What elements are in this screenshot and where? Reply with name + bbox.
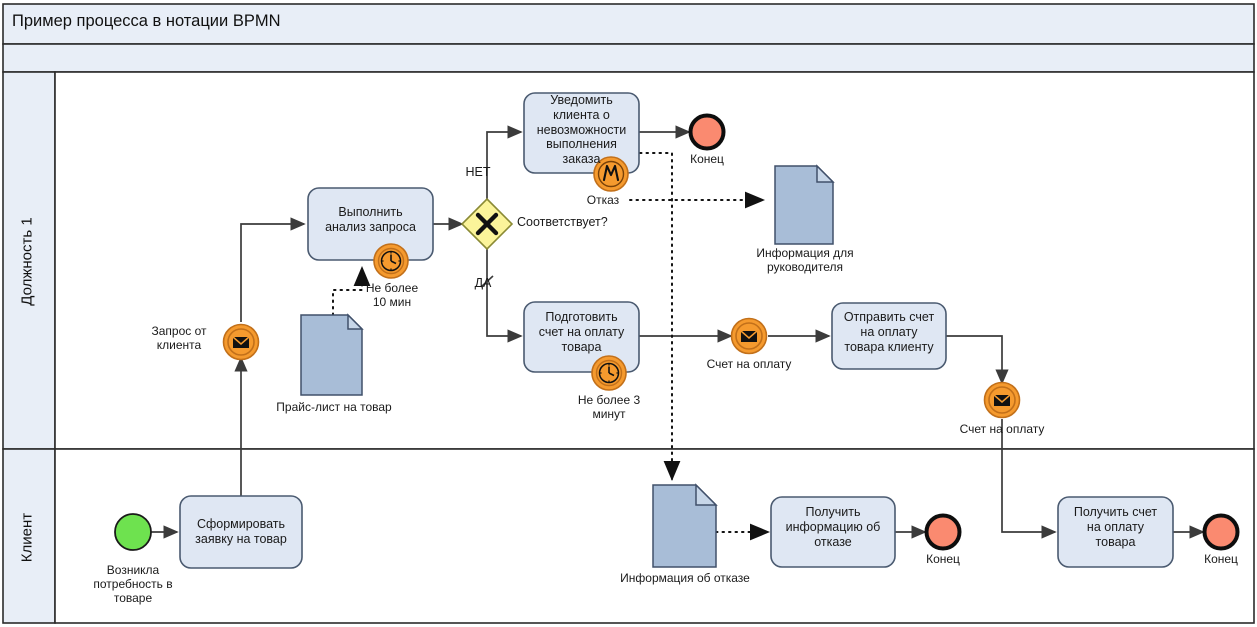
task-shape-receive-rejection <box>770 496 896 568</box>
task-label-receive-rejection-info: Получить информацию об отказе <box>785 505 881 549</box>
doc-price-list-shape <box>300 313 364 396</box>
task-label-notify-client-impossible: Уведомить клиента о невозможности выполн… <box>536 93 627 166</box>
exclusive-gateway-x-icon <box>475 212 499 236</box>
clock-icon <box>380 250 402 272</box>
signal-icon <box>602 164 620 182</box>
doc-rejection-info-shape <box>652 483 718 568</box>
task-shape-create-request <box>179 495 303 569</box>
end-event-top-label: Конец <box>690 152 724 166</box>
task-label-prepare-invoice: Подготовить счет на оплату товара <box>538 310 625 354</box>
pool-frame <box>2 3 1255 624</box>
lane-label-position-1: Должность 1 <box>18 217 36 306</box>
start-event-need-for-goods-shape <box>114 513 152 551</box>
end-event-invoice-label: Конец <box>1204 552 1238 566</box>
boundary-signal-rejection-shape <box>593 156 629 192</box>
task-shapes <box>179 92 1174 569</box>
doc-info-for-manager-shape <box>774 164 835 245</box>
envelope-icon <box>740 330 758 342</box>
task-shape-receive-invoice <box>1057 496 1174 568</box>
intermediate-event-invoice-received-shape <box>983 381 1021 419</box>
intermediate-event-client-request-shape <box>222 323 260 361</box>
envelope-icon <box>993 394 1011 406</box>
task-label-create-request: Сформировать заявку на товар <box>195 517 287 546</box>
gateway-label-matches: Соответствует? <box>517 215 608 229</box>
doc-label-info-for-manager: Информация для руководителя <box>756 246 854 275</box>
clock-icon <box>598 362 620 384</box>
doc-label-rejection-info: Информация об отказе <box>620 571 750 585</box>
task-label-receive-invoice: Получить счет на оплату товара <box>1073 505 1158 549</box>
flow-label-no: НЕТ <box>465 165 491 179</box>
sequence-flows <box>151 125 1205 539</box>
intermediate-event-invoice-received-label: Счет на оплату <box>959 422 1045 436</box>
intermediate-event-client-request-label: Запрос от клиента <box>151 324 207 353</box>
task-label-send-invoice: Отправить счет на оплату товара клиенту <box>843 310 935 354</box>
envelope-icon <box>232 336 250 348</box>
intermediate-event-invoice-sent-label: Счет на оплату <box>706 357 792 371</box>
end-event-rejection-shape <box>924 513 962 551</box>
page-title: Пример процесса в нотации BPMN <box>12 12 281 30</box>
boundary-timer-10-min-shape <box>373 243 409 279</box>
task-shape-notify-client <box>523 92 640 174</box>
task-shape-prepare-invoice <box>523 301 640 373</box>
associations <box>332 152 770 541</box>
end-event-top-shape <box>688 113 726 151</box>
task-label-analyze-request: Выполнить анализ запроса <box>325 205 416 234</box>
gateway-matches-shape <box>460 197 514 251</box>
intermediate-event-invoice-sent-shape <box>730 317 768 355</box>
boundary-signal-rejection-label: Отказ <box>586 193 620 207</box>
document-shapes <box>300 164 835 568</box>
boundary-timer-3-min-label: Не более 3 минут <box>577 393 641 422</box>
task-shape-send-invoice <box>831 302 947 370</box>
end-event-rejection-label: Конец <box>926 552 960 566</box>
end-event-invoice-shape <box>1202 513 1240 551</box>
doc-label-price-list: Прайс-лист на товар <box>276 400 392 414</box>
boundary-timer-3-min-shape <box>591 355 627 391</box>
flow-label-yes: ДА <box>474 276 492 290</box>
task-shape-analyze-request <box>307 187 434 261</box>
boundary-timer-10-min-label: Не более 10 мин <box>365 281 419 310</box>
lane-label-client: Клиент <box>18 512 36 563</box>
start-event-label: Возникла потребность в товаре <box>93 563 173 606</box>
